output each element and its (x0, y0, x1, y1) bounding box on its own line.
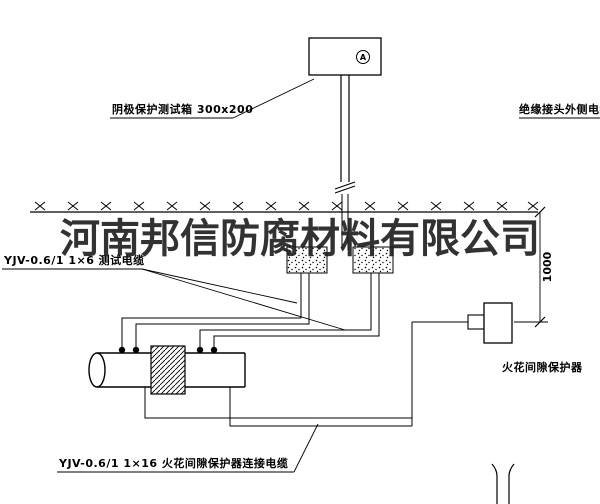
test-box-label: 阴极保护测试箱 300x200 (112, 103, 254, 116)
protector-connector (467, 314, 485, 330)
leader-lines (2, 78, 600, 473)
insulating-joint (150, 345, 186, 395)
pipe-riser-symbol (491, 463, 515, 504)
protector-cable-label: YJV-0.6/1 1×16 火花间隙保护器连接电缆 (59, 457, 289, 470)
outer-cable-label: 绝缘接头外侧电缆 (519, 103, 600, 116)
cathodic-test-box: A (308, 37, 382, 76)
dimension-1000: 1000 (514, 206, 554, 328)
concrete-block-right (352, 246, 394, 274)
concrete-block-left (286, 246, 328, 274)
ground-hatch-marks (34, 201, 539, 211)
dimension-1000-label: 1000 (541, 251, 554, 282)
ammeter-icon (356, 50, 370, 64)
conduit (334, 75, 356, 250)
ammeter-label: A (360, 53, 367, 62)
spark-gap-cable-lines (144, 321, 468, 427)
spark-gap-protector-label: 火花间隙保护器 (502, 361, 583, 374)
cable-weld-dots (118, 346, 218, 354)
pipe-break-symbol (334, 181, 356, 194)
pipeline (88, 345, 246, 395)
spark-gap-protector (467, 302, 513, 344)
test-cable-lines (121, 273, 380, 350)
test-cable-label: YJV-0.6/1 1×6 测试电缆 (4, 254, 145, 267)
